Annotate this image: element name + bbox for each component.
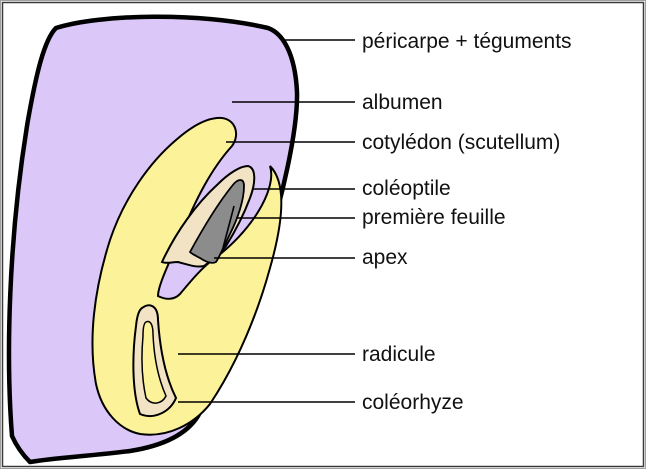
label-radicule: radicule: [362, 343, 436, 366]
label-albumen: albumen: [362, 91, 443, 114]
label-coleoptile: coléoptile: [362, 177, 451, 200]
label-premiere-feuille: première feuille: [362, 206, 506, 229]
label-coleorhyze: coléorhyze: [362, 391, 464, 414]
label-apex: apex: [362, 246, 408, 269]
label-cotyledon: cotylédon (scutellum): [362, 131, 560, 154]
label-pericarpe: péricarpe + téguments: [362, 30, 572, 53]
